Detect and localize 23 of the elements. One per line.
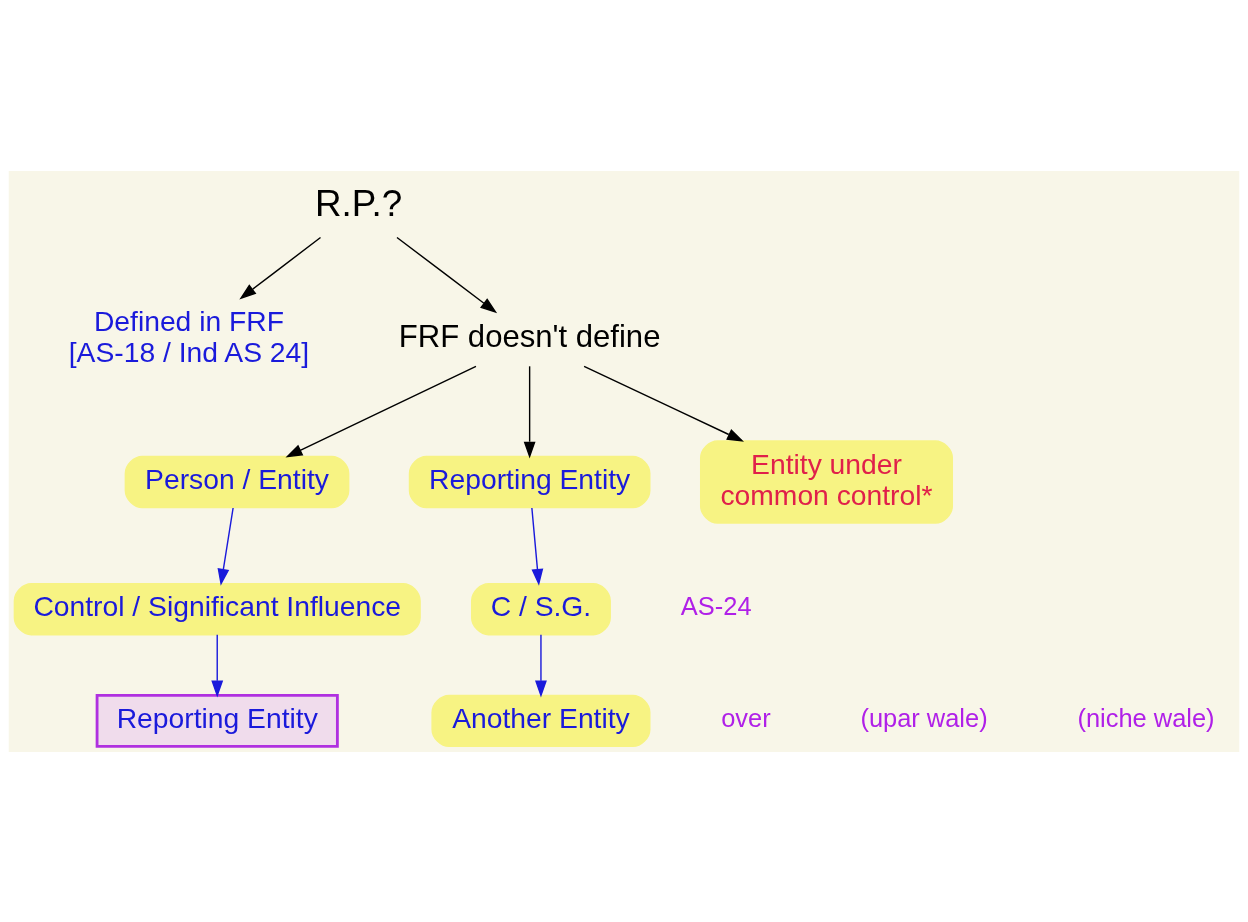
arrow: [217, 506, 234, 586]
arrow: [239, 236, 322, 299]
node-box: Reporting Entity: [408, 455, 651, 508]
label: (niche wale): [1077, 703, 1215, 732]
arrow: [211, 633, 224, 698]
arrow: [535, 633, 547, 698]
node-box: C / S.G.: [470, 582, 611, 635]
label: (upar wale): [860, 703, 988, 732]
label: AS-24: [680, 591, 752, 620]
node-text: FRF doesn't define: [398, 318, 661, 354]
node-text: Defined in FRF [AS-18 / Ind AS 24]: [68, 304, 310, 368]
node-box: Reporting Entity: [95, 693, 339, 748]
node-box: Control / Significant Influence: [13, 582, 421, 635]
node-box: Another Entity: [431, 694, 651, 747]
label: over: [721, 703, 771, 732]
arrow: [285, 365, 477, 457]
arrow: [583, 365, 744, 442]
node-box: Entity under common control*: [700, 439, 953, 524]
node-text: R.P.?: [315, 182, 403, 224]
arrow: [396, 236, 498, 313]
arrow: [523, 365, 536, 459]
node-box: Person / Entity: [124, 455, 350, 508]
arrow: [531, 506, 544, 586]
